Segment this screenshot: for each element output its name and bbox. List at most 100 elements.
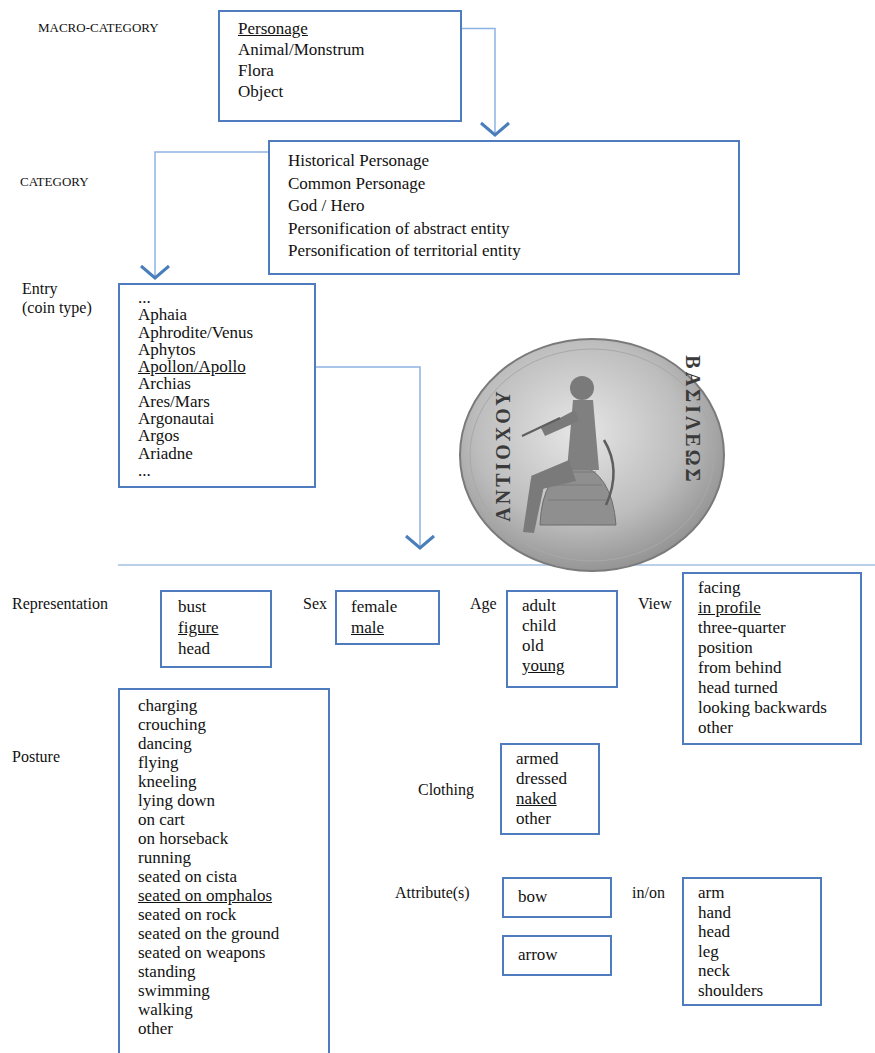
section-label: CATEGORY: [20, 174, 89, 190]
list-item: other: [138, 1019, 310, 1038]
list-item: Archias: [138, 375, 296, 392]
list-item: walking: [138, 1000, 310, 1019]
coin: [460, 339, 724, 571]
list-item: neck: [698, 961, 806, 981]
figure-torso: [567, 400, 599, 470]
list-item: arrow: [518, 945, 596, 965]
field-label: Posture: [12, 748, 60, 766]
list-item: Aphrodite/Venus: [138, 324, 296, 341]
macro-category-box: PersonageAnimal/MonstrumFloraObject: [218, 10, 462, 122]
list-item: Aphaia: [138, 306, 296, 323]
list-item: swimming: [138, 981, 310, 1000]
list-item: old: [522, 636, 602, 656]
list-item: naked: [516, 789, 584, 809]
list-item: hand: [698, 903, 806, 923]
list-item: Aphytos: [138, 341, 296, 358]
list-item: Ariadne: [138, 445, 296, 462]
list-item: in profile: [698, 598, 846, 618]
list-item: Ares/Mars: [138, 393, 296, 410]
field-label: Clothing: [418, 781, 474, 799]
section-label: Entry: [22, 280, 58, 298]
coin-inscription: ΑΝΤΙΟΧΟΥ: [492, 388, 515, 522]
list-item: seated on weapons: [138, 943, 310, 962]
list-item: ...: [138, 289, 296, 306]
list-item: dancing: [138, 734, 310, 753]
list-item: head: [698, 922, 806, 942]
list-item: crouching: [138, 715, 310, 734]
attribute-box: arrow: [502, 935, 612, 976]
separator-line: [118, 564, 875, 566]
list-item: three-quarter: [698, 618, 846, 638]
list-item: male: [351, 617, 424, 638]
connector-arrow: [155, 152, 268, 278]
list-item: Animal/Monstrum: [238, 39, 442, 60]
list-item: leg: [698, 942, 806, 962]
list-item: position: [698, 638, 846, 658]
list-item: kneeling: [138, 772, 310, 791]
list-item: charging: [138, 696, 310, 715]
list-item: God / Hero: [288, 195, 720, 218]
list-item: Historical Personage: [288, 150, 720, 173]
list-item: seated on cista: [138, 867, 310, 886]
list-item: Object: [238, 81, 442, 102]
list-item: lying down: [138, 791, 310, 810]
field-label: View: [638, 595, 672, 613]
list-item: shoulders: [698, 981, 806, 1001]
list-item: Flora: [238, 60, 442, 81]
list-item: child: [522, 616, 602, 636]
connector-arrow: [462, 29, 495, 136]
list-item: Common Personage: [288, 173, 720, 196]
coin-rim: [470, 349, 714, 561]
figure-arm: [541, 410, 579, 436]
category-box: Historical PersonageCommon PersonageGod …: [268, 140, 740, 275]
list-item: female: [351, 596, 424, 617]
figure-leg: [523, 478, 544, 533]
list-item: Personification of abstract entity: [288, 218, 720, 241]
field-label: Sex: [303, 595, 327, 613]
list-item: adult: [522, 596, 602, 616]
list-item: bow: [518, 887, 596, 907]
section-label: MACRO-CATEGORY: [38, 20, 159, 36]
list-item: other: [698, 718, 846, 738]
list-item: flying: [138, 753, 310, 772]
list-item: on cart: [138, 810, 310, 829]
list-item: other: [516, 809, 584, 829]
age-box: adultchildoldyoung: [506, 590, 618, 688]
entry-box: ...AphaiaAphrodite/VenusAphytosApollon/A…: [118, 283, 316, 488]
arrow-held: [522, 418, 560, 436]
list-item: looking backwards: [698, 698, 846, 718]
figure-head: [570, 376, 594, 400]
list-item: from behind: [698, 658, 846, 678]
list-item: standing: [138, 962, 310, 981]
list-item: Apollon/Apollo: [138, 358, 296, 375]
list-item: seated on rock: [138, 905, 310, 924]
list-item: seated on omphalos: [138, 886, 310, 905]
list-item: seated on the ground: [138, 924, 310, 943]
position-box: armhandheadlegneckshoulders: [682, 877, 822, 1006]
view-box: facingin profilethree-quarterpositionfro…: [682, 572, 862, 745]
list-item: Argonautai: [138, 410, 296, 427]
field-label: Age: [470, 595, 497, 613]
list-item: on horseback: [138, 829, 310, 848]
list-item: running: [138, 848, 310, 867]
pointer-arrow: [316, 367, 420, 548]
list-item: Personification of territorial entity: [288, 240, 720, 263]
field-label: Attribute(s): [395, 884, 470, 902]
list-item: head turned: [698, 678, 846, 698]
list-item: young: [522, 656, 602, 676]
list-item: figure: [178, 617, 254, 638]
posture-box: chargingcrouchingdancingflyingkneelingly…: [118, 688, 330, 1053]
list-item: armed: [516, 749, 584, 769]
list-item: Argos: [138, 427, 296, 444]
list-item: dressed: [516, 769, 584, 789]
field-label: in/on: [632, 884, 665, 902]
list-item: ...: [138, 462, 296, 479]
section-label: (coin type): [22, 299, 92, 317]
field-label: Representation: [12, 595, 108, 613]
list-item: arm: [698, 883, 806, 903]
representation-box: bustfigurehead: [160, 590, 272, 668]
list-item: Personage: [238, 18, 442, 39]
list-item: head: [178, 638, 254, 659]
attribute-box: bow: [502, 877, 612, 918]
